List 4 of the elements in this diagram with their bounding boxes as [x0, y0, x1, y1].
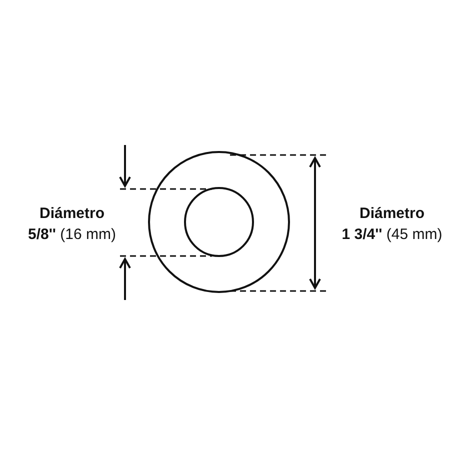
- dimension-value: 1 3/4'' (45 mm): [342, 226, 442, 244]
- dimension-value: 5/8'' (16 mm): [28, 226, 116, 244]
- dimension-label: Diámetro: [39, 205, 105, 223]
- dimension-label: Diámetro: [359, 205, 425, 223]
